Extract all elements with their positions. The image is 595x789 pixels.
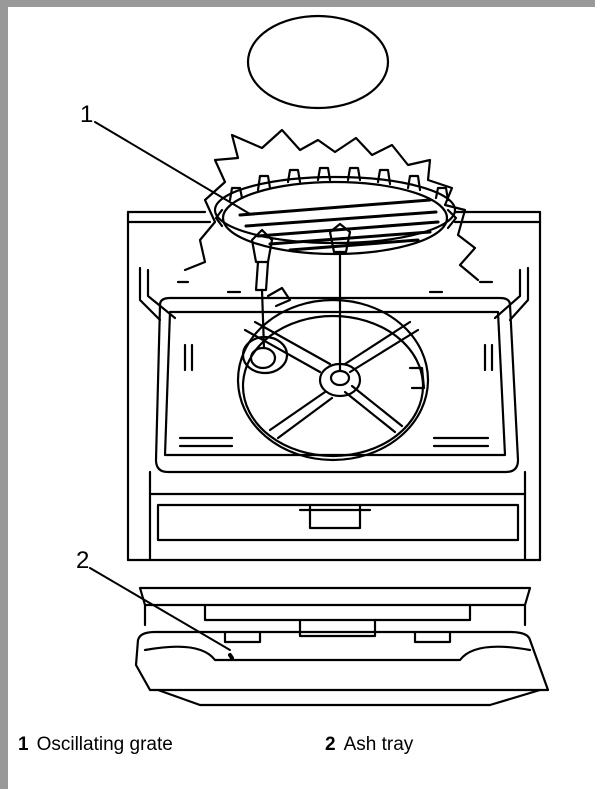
legend-number: 1	[18, 734, 29, 755]
lower-housing	[126, 470, 542, 562]
legend-number: 2	[325, 734, 336, 755]
grate-plate	[154, 286, 520, 474]
frame-top-border	[0, 0, 595, 7]
cutaway-outline	[183, 128, 480, 282]
ash-tray	[134, 586, 550, 707]
leader-line-1	[94, 121, 251, 215]
legend: 1 Oscillating grate 2 Ash tray	[18, 734, 578, 764]
callout-2: 2	[76, 547, 89, 574]
frame-left-border	[0, 0, 8, 789]
stove-grate-diagram: 1 2	[76, 14, 550, 707]
legend-item-ash-tray: 2 Ash tray	[325, 734, 413, 756]
flue-opening	[246, 14, 390, 110]
oscillating-grate	[213, 166, 458, 256]
back-rails	[126, 210, 542, 224]
legend-label: Ash tray	[343, 734, 414, 755]
firebox-walls	[126, 220, 542, 562]
legend-item-oscillating-grate: 1 Oscillating grate	[18, 734, 173, 756]
callout-1: 1	[80, 101, 93, 128]
grate-cross	[241, 320, 426, 440]
leader-line-2	[89, 567, 231, 651]
legend-label: Oscillating grate	[36, 734, 173, 755]
